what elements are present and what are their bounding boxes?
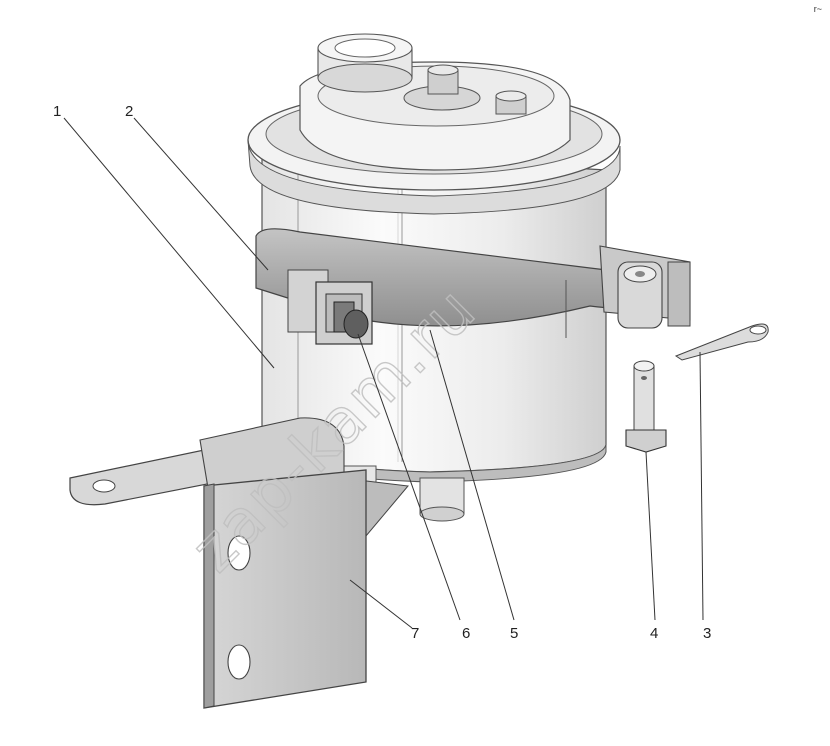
- callout-4: 4: [650, 625, 658, 642]
- leader-4: [645, 451, 656, 621]
- leader-1: [63, 117, 275, 369]
- leader-6: [357, 333, 461, 621]
- leader-3: [699, 351, 704, 621]
- leader-lines: [63, 117, 704, 629]
- callout-2: 2: [125, 103, 133, 120]
- callout-5: 5: [510, 625, 518, 642]
- lid-plug: [495, 90, 527, 115]
- callout-7: 7: [411, 625, 419, 642]
- callout-6: 6: [462, 625, 470, 642]
- callout-labels: 1 2 3 4 5 6 7: [53, 103, 711, 642]
- hinge-bracket: [599, 245, 691, 329]
- lid-nut: [403, 64, 481, 111]
- hinge-pin: [625, 360, 667, 453]
- callout-1: 1: [53, 103, 61, 120]
- leader-7: [349, 579, 413, 629]
- callout-3: 3: [703, 625, 711, 642]
- mounting-bracket: [69, 417, 409, 709]
- clamp-bolt-nut: [287, 269, 373, 345]
- corner-mark: r~: [813, 4, 822, 14]
- cotter-pin: [674, 323, 769, 361]
- leader-5: [429, 329, 515, 621]
- filler-neck: [317, 33, 413, 93]
- leader-2: [133, 117, 269, 271]
